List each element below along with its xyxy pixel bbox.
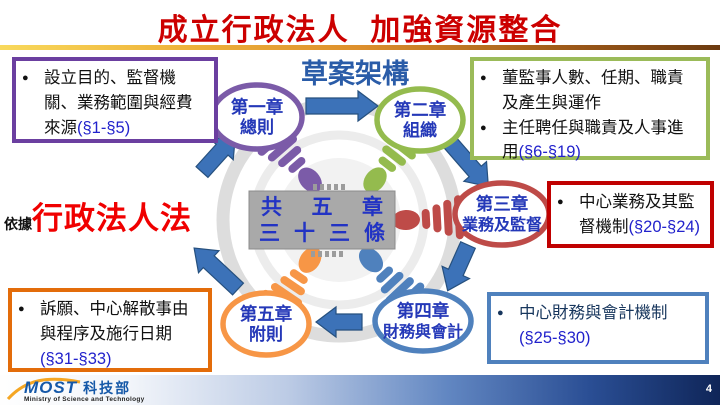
callout-chapter1: ● 設立目的、監督機關、業務範圍與經費來源(§1-§5) [12, 57, 218, 143]
article-ref: (§1-§5) [77, 118, 131, 137]
callout-body-text: 董監事人數、任期、職責及產生與運作 [502, 69, 684, 112]
callout-text: 設立目的、監督機關、業務範圍與經費來源(§1-§5) [44, 66, 206, 140]
chapter1-subtitle: 總則 [240, 117, 274, 137]
title-underline [0, 45, 720, 50]
chapter1-node [209, 82, 305, 152]
bullet-icon: ● [497, 307, 504, 319]
footer-bar: MOST 科技部 Ministry of Science and Technol… [0, 375, 720, 405]
center-dashes-bottom [311, 251, 343, 257]
chapter5-subtitle: 附則 [249, 324, 283, 344]
callout-item: ● 董監事人數、任期、職責及產生與運作 [480, 66, 698, 116]
most-logo: MOST 科技部 Ministry of Science and Technol… [6, 376, 200, 404]
callout-chapter2: ● 董監事人數、任期、職責及產生與運作 ● 主任聘任與職責及人事進用(§6-§1… [470, 57, 710, 161]
callout-item: ● 中心財務與會計機制 (§25-§30) [497, 301, 697, 351]
callout-item: ● 訴願、中心解散事由與程序及施行日期 (§31-§33) [18, 297, 200, 371]
page-title: 成立行政法人 加強資源整合 [157, 14, 563, 47]
chapter5-node [220, 290, 312, 358]
center-dashes-top [313, 184, 345, 190]
logo-subtitle: Ministry of Science and Technology [24, 396, 145, 403]
chapter2-title: 第二章 [394, 100, 447, 120]
bullet-icon: ● [480, 121, 487, 134]
callout-body-text: 主任聘任與職責及人事進用 [502, 118, 684, 162]
article-ref: (§20-§24) [628, 217, 701, 236]
center-summary-line2: 三 十 三 條 [259, 222, 385, 245]
callout-text: 中心財務與會計機制 (§25-§30) [519, 301, 697, 351]
arrow-ch3-to-ch4 [441, 240, 477, 292]
basis-prefix-label: 依據 [4, 216, 32, 232]
chapter4-subtitle: 財務與會計 [383, 322, 463, 341]
article-ref: (§31-§33) [40, 349, 112, 368]
chapter3-subtitle: 業務及監督 [461, 215, 542, 234]
chapter2-subtitle: 組織 [403, 120, 437, 140]
bullet-icon: ● [22, 72, 29, 84]
logo-text-row: MOST 科技部 [24, 378, 131, 398]
article-ref: (§6-§19) [518, 143, 581, 162]
article-ref: (§25-§30) [519, 328, 591, 347]
callout-text: 訴願、中心解散事由與程序及施行日期 (§31-§33) [40, 297, 200, 371]
callout-item: ● 主任聘任與職責及人事進用(§6-§19) [480, 116, 698, 166]
legal-basis: 依據 行政法人法 [4, 193, 192, 238]
chapter4-node [372, 288, 474, 354]
law-name: 行政法人法 [32, 201, 192, 236]
callout-text: 董監事人數、任期、職責及產生與運作 [502, 66, 698, 116]
arrow-ch1-to-ch2 [305, 89, 379, 123]
bullet-icon: ● [480, 72, 487, 84]
callout-text: 主任聘任與職責及人事進用(§6-§19) [502, 116, 698, 166]
callout-body-text: 設立目的、監督機關、業務範圍與經費來源 [44, 69, 193, 137]
arrow-ch4-to-ch5 [315, 305, 363, 339]
chapter1-title: 第一章 [231, 97, 284, 117]
callout-body-text: 中心財務與會計機制 [519, 304, 668, 322]
callout-item: ● 設立目的、監督機關、業務範圍與經費來源(§1-§5) [22, 66, 206, 140]
arrow-ch5-up [193, 247, 245, 296]
flow-arrows [193, 89, 489, 339]
arrow-ch2-to-ch3 [440, 132, 489, 188]
logo-cn-text: 科技部 [83, 380, 132, 396]
callout-item: ● 中心業務及其監督機制(§20-§24) [557, 190, 702, 240]
center-summary-line1: 共 五 章 [261, 195, 383, 219]
callout-chapter5: ● 訴願、中心解散事由與程序及施行日期 (§31-§33) [8, 288, 212, 372]
callout-body-text: 中心業務及其監督機制 [579, 193, 695, 236]
draft-structure-heading: 草案架構 [301, 59, 409, 89]
chapter2-node [374, 86, 466, 154]
callout-chapter3: ● 中心業務及其監督機制(§20-§24) [547, 181, 714, 248]
logo-most-text: MOST [24, 378, 78, 397]
center-summary-box [248, 190, 396, 250]
callout-body-text: 訴願、中心解散事由與程序及施行日期 [40, 300, 189, 343]
chapter5-title: 第五章 [240, 304, 293, 324]
logo-swoosh-icon [6, 377, 81, 401]
callout-chapter4: ● 中心財務與會計機制 (§25-§30) [487, 292, 709, 364]
chapter4-title: 第四章 [397, 301, 450, 321]
callout-text: 中心業務及其監督機制(§20-§24) [579, 190, 702, 240]
chapter3-title: 第三章 [476, 194, 529, 214]
bullet-icon: ● [557, 196, 564, 208]
page-number: 4 [705, 383, 712, 395]
bullet-icon: ● [18, 303, 25, 315]
chapter3-node [452, 180, 552, 248]
